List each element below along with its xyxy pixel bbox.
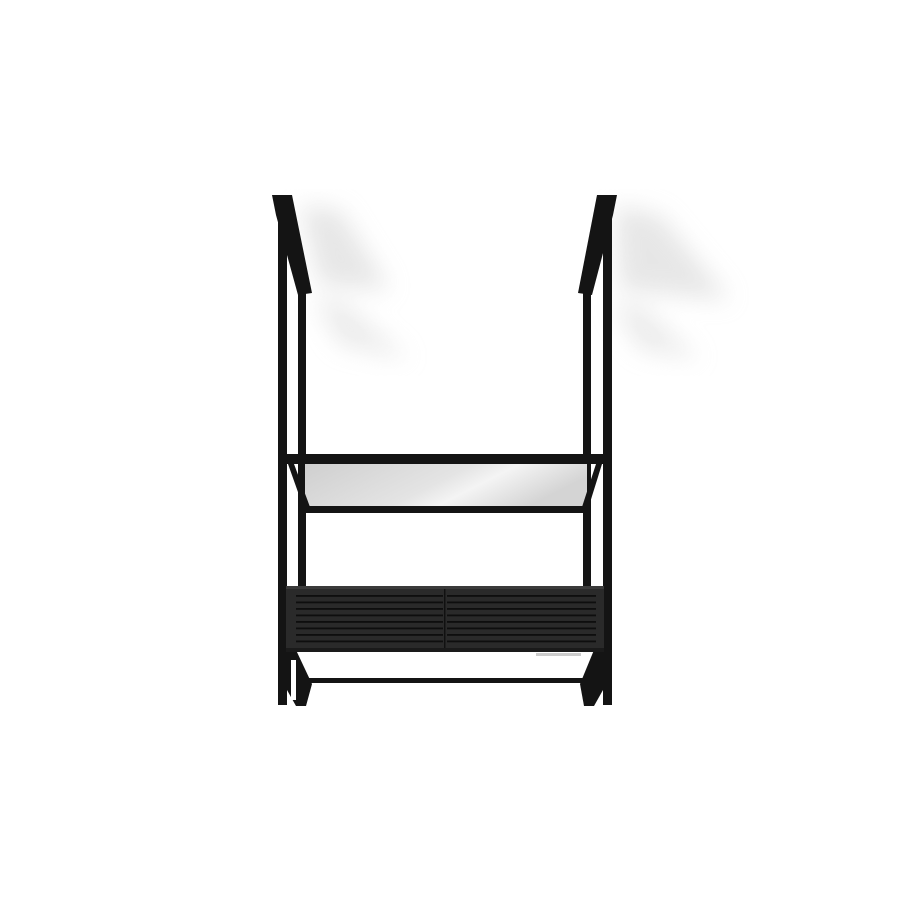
left-shelf-brace	[288, 464, 310, 509]
slat-groove	[296, 595, 443, 597]
shadow-right-top	[615, 205, 730, 300]
shelf-top-rail	[287, 454, 603, 464]
cabinet-label	[536, 653, 581, 656]
left-inner-post	[298, 290, 306, 590]
shadow-left-top	[300, 205, 390, 290]
slat-groove	[296, 640, 443, 643]
left-leg-hole	[291, 660, 296, 700]
slat-groove	[447, 614, 596, 617]
slat-groove	[296, 614, 443, 617]
shelf-frame	[272, 195, 617, 706]
door-divider	[444, 589, 446, 651]
right-outer-post	[603, 205, 612, 705]
shadow-right-low	[612, 305, 700, 360]
slat-groove	[296, 634, 443, 636]
slat-groove	[447, 621, 596, 623]
left-outer-post	[278, 205, 287, 705]
slat-groove	[296, 608, 443, 610]
bottom-rail	[298, 678, 592, 683]
slatted-cabinet	[286, 586, 604, 656]
slat-groove	[296, 601, 443, 604]
cabinet-bottom-edge	[286, 648, 604, 652]
slat-groove	[296, 627, 443, 630]
shelf-bottom-rail	[304, 506, 588, 513]
slat-groove	[447, 608, 596, 610]
slat-groove	[447, 601, 596, 604]
slat-groove	[447, 640, 596, 643]
cabinet-top-edge	[286, 586, 604, 589]
right-inner-post	[583, 290, 591, 590]
wall-shadows	[300, 205, 730, 360]
slat-groove	[296, 621, 443, 623]
cabinet-slats	[296, 595, 596, 643]
right-shelf-brace	[582, 464, 602, 509]
glass-shelf	[305, 464, 587, 507]
slat-groove	[447, 634, 596, 636]
shadow-left-low	[315, 300, 410, 360]
slat-groove	[447, 627, 596, 630]
slat-groove	[447, 595, 596, 597]
